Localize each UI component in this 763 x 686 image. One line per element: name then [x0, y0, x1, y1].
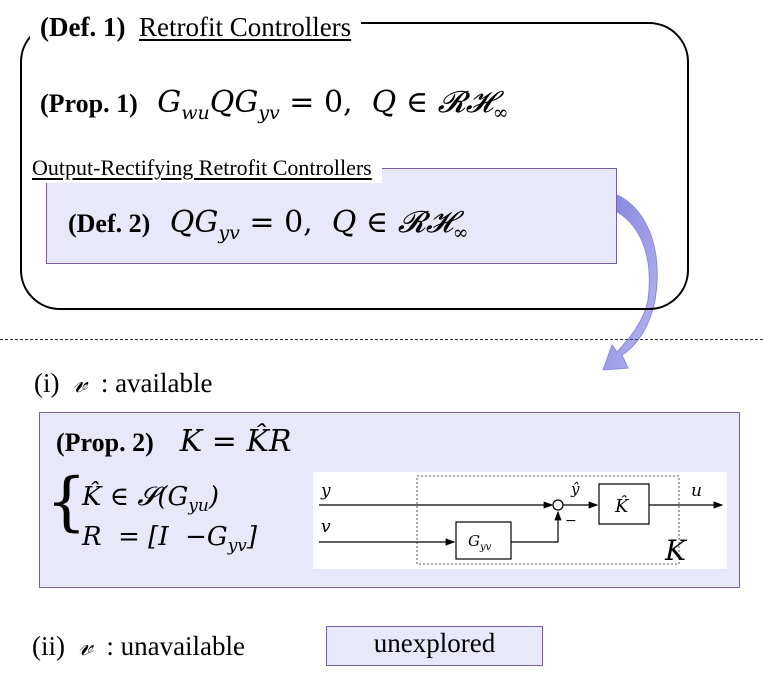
case2-label: (ii) [32, 631, 65, 661]
k-label: K [664, 534, 688, 567]
prop1-formula: GwuQGyv = 0, Q ∈ 𝓡𝓗∞ [157, 85, 509, 124]
u-label: u [691, 481, 702, 501]
diagram-background [313, 472, 727, 569]
prop2-statement: (Prop. 2) K = K̂R [56, 424, 291, 459]
minus-sign: − [565, 513, 577, 529]
def1-title: Retrofit Controllers [138, 12, 352, 42]
case2-symbol: 𝓋 [78, 628, 93, 662]
case1-status: : available [100, 368, 213, 398]
khat-condition: K̂ ∈ 𝓢(Gyu) [82, 482, 219, 517]
def1-heading: (Def. 1) Retrofit Controllers [30, 12, 362, 43]
def2-formula: QGyv = 0, Q ∈ 𝓡𝓗∞ [169, 205, 469, 244]
gyv-block [455, 521, 512, 560]
unexplored-label: unexplored [373, 628, 496, 658]
def2-tag: (Def. 2) [68, 209, 151, 238]
gyv-output-line [511, 510, 562, 543]
dashed-divider [0, 339, 763, 340]
case1-label: (i) [34, 368, 60, 398]
r-definition: R = [I −Gyv] [82, 522, 258, 557]
prop2-formula: K = K̂R [179, 424, 292, 459]
prop1-statement: (Prop. 1) GwuQGyv = 0, Q ∈ 𝓡𝓗∞ [40, 85, 509, 124]
def2-statement: (Def. 2) QGyv = 0, Q ∈ 𝓡𝓗∞ [68, 205, 469, 244]
yhat-label: ŷ [570, 480, 580, 498]
system-brace: { [46, 465, 87, 539]
curved-arrow-icon [599, 189, 658, 371]
case2-heading: (ii) 𝓋 : unavailable [32, 628, 245, 663]
khat-label: K̂ [614, 495, 630, 517]
khat-block [598, 483, 650, 525]
block-diagram: y v ŷ − K̂ Gyv u K [313, 472, 727, 569]
summing-junction [552, 499, 564, 511]
case1-symbol: 𝓋 [72, 365, 88, 399]
case1-heading: (i) 𝓋 : available [34, 365, 213, 400]
output-rectifying-box [46, 168, 617, 264]
k-dashed-boundary [416, 475, 680, 565]
prop1-tag: (Prop. 1) [40, 89, 138, 118]
prop2-tag: (Prop. 2) [56, 428, 154, 457]
def1-tag: (Def. 1) [40, 12, 126, 42]
unexplored-box [326, 626, 543, 666]
case2-status: : unavailable [106, 631, 246, 661]
v-label: v [321, 517, 331, 537]
output-rectifying-title: Output-Rectifying Retrofit Controllers [28, 155, 382, 183]
y-label: y [320, 481, 331, 501]
gyv-label: Gyv [468, 532, 492, 553]
